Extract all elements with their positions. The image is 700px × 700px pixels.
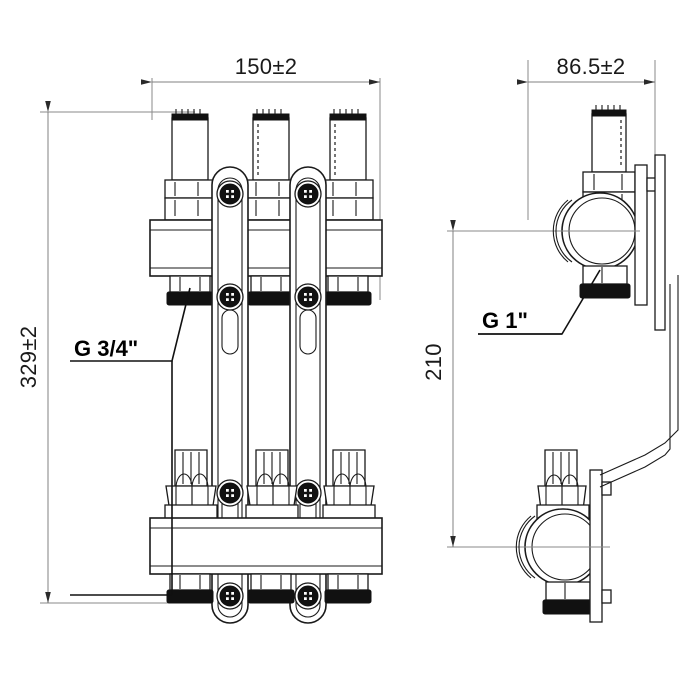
valve-knob-1 (164, 449, 218, 520)
bracket-screw-lower-left (216, 479, 244, 507)
callout-label-g1: G 1" (482, 308, 528, 333)
bracket-screw-mid-left (216, 283, 244, 311)
dimension-overall-height-front: 329±2 (16, 101, 51, 603)
bracket-screw-bottom-right (294, 582, 322, 610)
outlet-top-1 (166, 275, 214, 306)
manifold-bar-bottom (149, 517, 383, 575)
flow-meter-1 (164, 109, 216, 221)
manifold-bar-top (149, 219, 383, 277)
bracket-screw-top-left (216, 180, 244, 208)
valve-knob-2 (245, 449, 299, 520)
mounting-bracket-left (211, 166, 249, 624)
mounting-bracket-right (289, 166, 327, 624)
outlet-bottom-1 (166, 573, 214, 604)
outlet-bottom-2 (247, 573, 295, 604)
dimension-label-329: 329±2 (16, 326, 41, 389)
side-connecting-rail (599, 275, 679, 488)
dimension-overall-width-front: 150±2 (141, 54, 380, 85)
valve-knob-group-bottom (164, 449, 376, 520)
callout-label-g34: G 3/4" (74, 336, 138, 361)
bracket-screw-top-right (294, 180, 322, 208)
side-lower-assembly (515, 449, 612, 623)
outlet-top-3 (324, 275, 372, 306)
flow-meter-3 (322, 109, 374, 221)
dimension-label-86-5: 86.5±2 (557, 54, 626, 79)
dimension-center-distance-side: 210 (421, 220, 456, 547)
side-upper-assembly (552, 105, 666, 331)
center-marks (523, 230, 640, 548)
outlet-group-top (166, 275, 372, 306)
dimension-overall-depth-side: 86.5±2 (517, 54, 655, 85)
flow-meter-2 (245, 109, 297, 221)
dimension-extension-lines (40, 60, 656, 604)
front-view: G 3/4" (70, 109, 383, 624)
valve-knob-3 (322, 449, 376, 520)
flow-meter-group-top (164, 109, 374, 221)
dimension-label-150: 150±2 (235, 54, 298, 79)
outlet-bottom-3 (324, 573, 372, 604)
callout-main-thread: G 1" (478, 269, 601, 335)
outlet-top-2 (247, 275, 295, 306)
side-view: G 1" (478, 105, 679, 623)
bracket-screw-mid-right (294, 283, 322, 311)
callout-outlet-thread: G 3/4" (70, 287, 191, 596)
bracket-screw-lower-right (294, 479, 322, 507)
dimension-label-210: 210 (421, 343, 446, 381)
bracket-screw-bottom-left (216, 582, 244, 610)
outlet-group-bottom (166, 573, 372, 604)
